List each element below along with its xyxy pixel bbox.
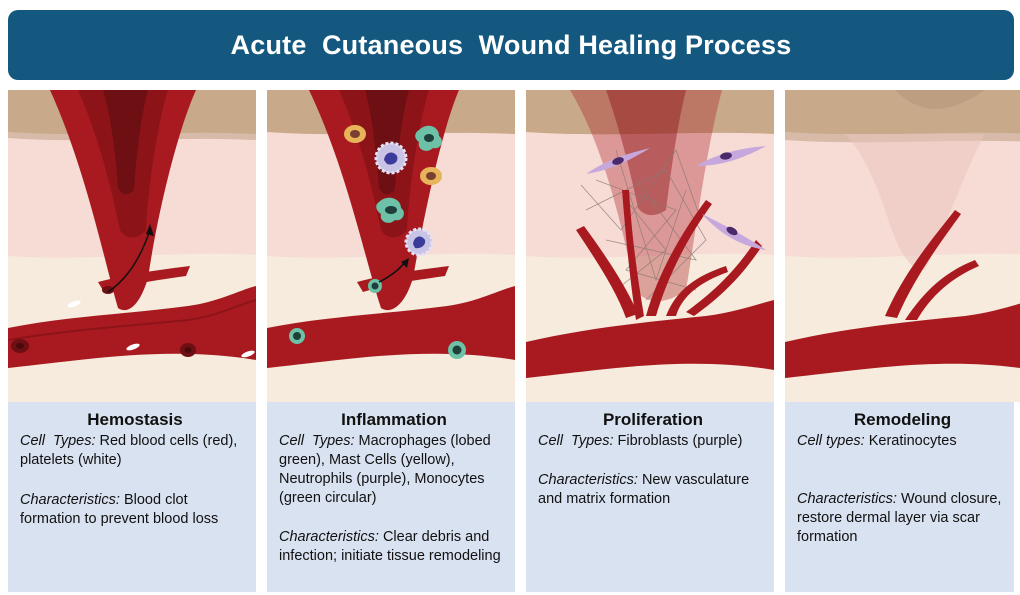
stage-title-remodeling: Remodeling [797,410,1008,430]
cell-types-label: Cell types: [797,433,865,449]
cell-types-label: Cell Types: [538,433,613,449]
cell-types-label: Cell Types: [20,433,95,449]
hemostasis-info-box: Hemostasis Cell Types: Red blood cells (… [8,402,256,592]
stage-title-proliferation: Proliferation [538,410,768,430]
diagram-title: Acute Cutaneous Wound Healing Process [231,30,792,61]
remodeling-info-box: Remodeling Cell types: Keratinocytes Cha… [785,402,1014,592]
cell-types-text: Fibroblasts (purple) [618,433,743,449]
title-banner: Acute Cutaneous Wound Healing Process [8,10,1014,80]
cell-types-label: Cell Types: [279,433,354,449]
cell-types-text: Keratinocytes [869,433,957,449]
proliferation-info-box: Proliferation Cell Types: Fibroblasts (p… [526,402,774,592]
proliferation-illustration [526,90,774,402]
hemostasis-illustration [8,90,256,402]
inflammation-info-box: Inflammation Cell Types: Macrophages (lo… [267,402,515,592]
inflammation-illustration [267,90,515,402]
stage-title-hemostasis: Hemostasis [20,410,250,430]
characteristics-label: Characteristics: [20,492,120,508]
stage-title-inflammation: Inflammation [279,410,509,430]
characteristics-label: Characteristics: [797,491,897,507]
remodeling-illustration [785,90,1020,402]
characteristics-label: Characteristics: [538,472,638,488]
characteristics-label: Characteristics: [279,529,379,545]
